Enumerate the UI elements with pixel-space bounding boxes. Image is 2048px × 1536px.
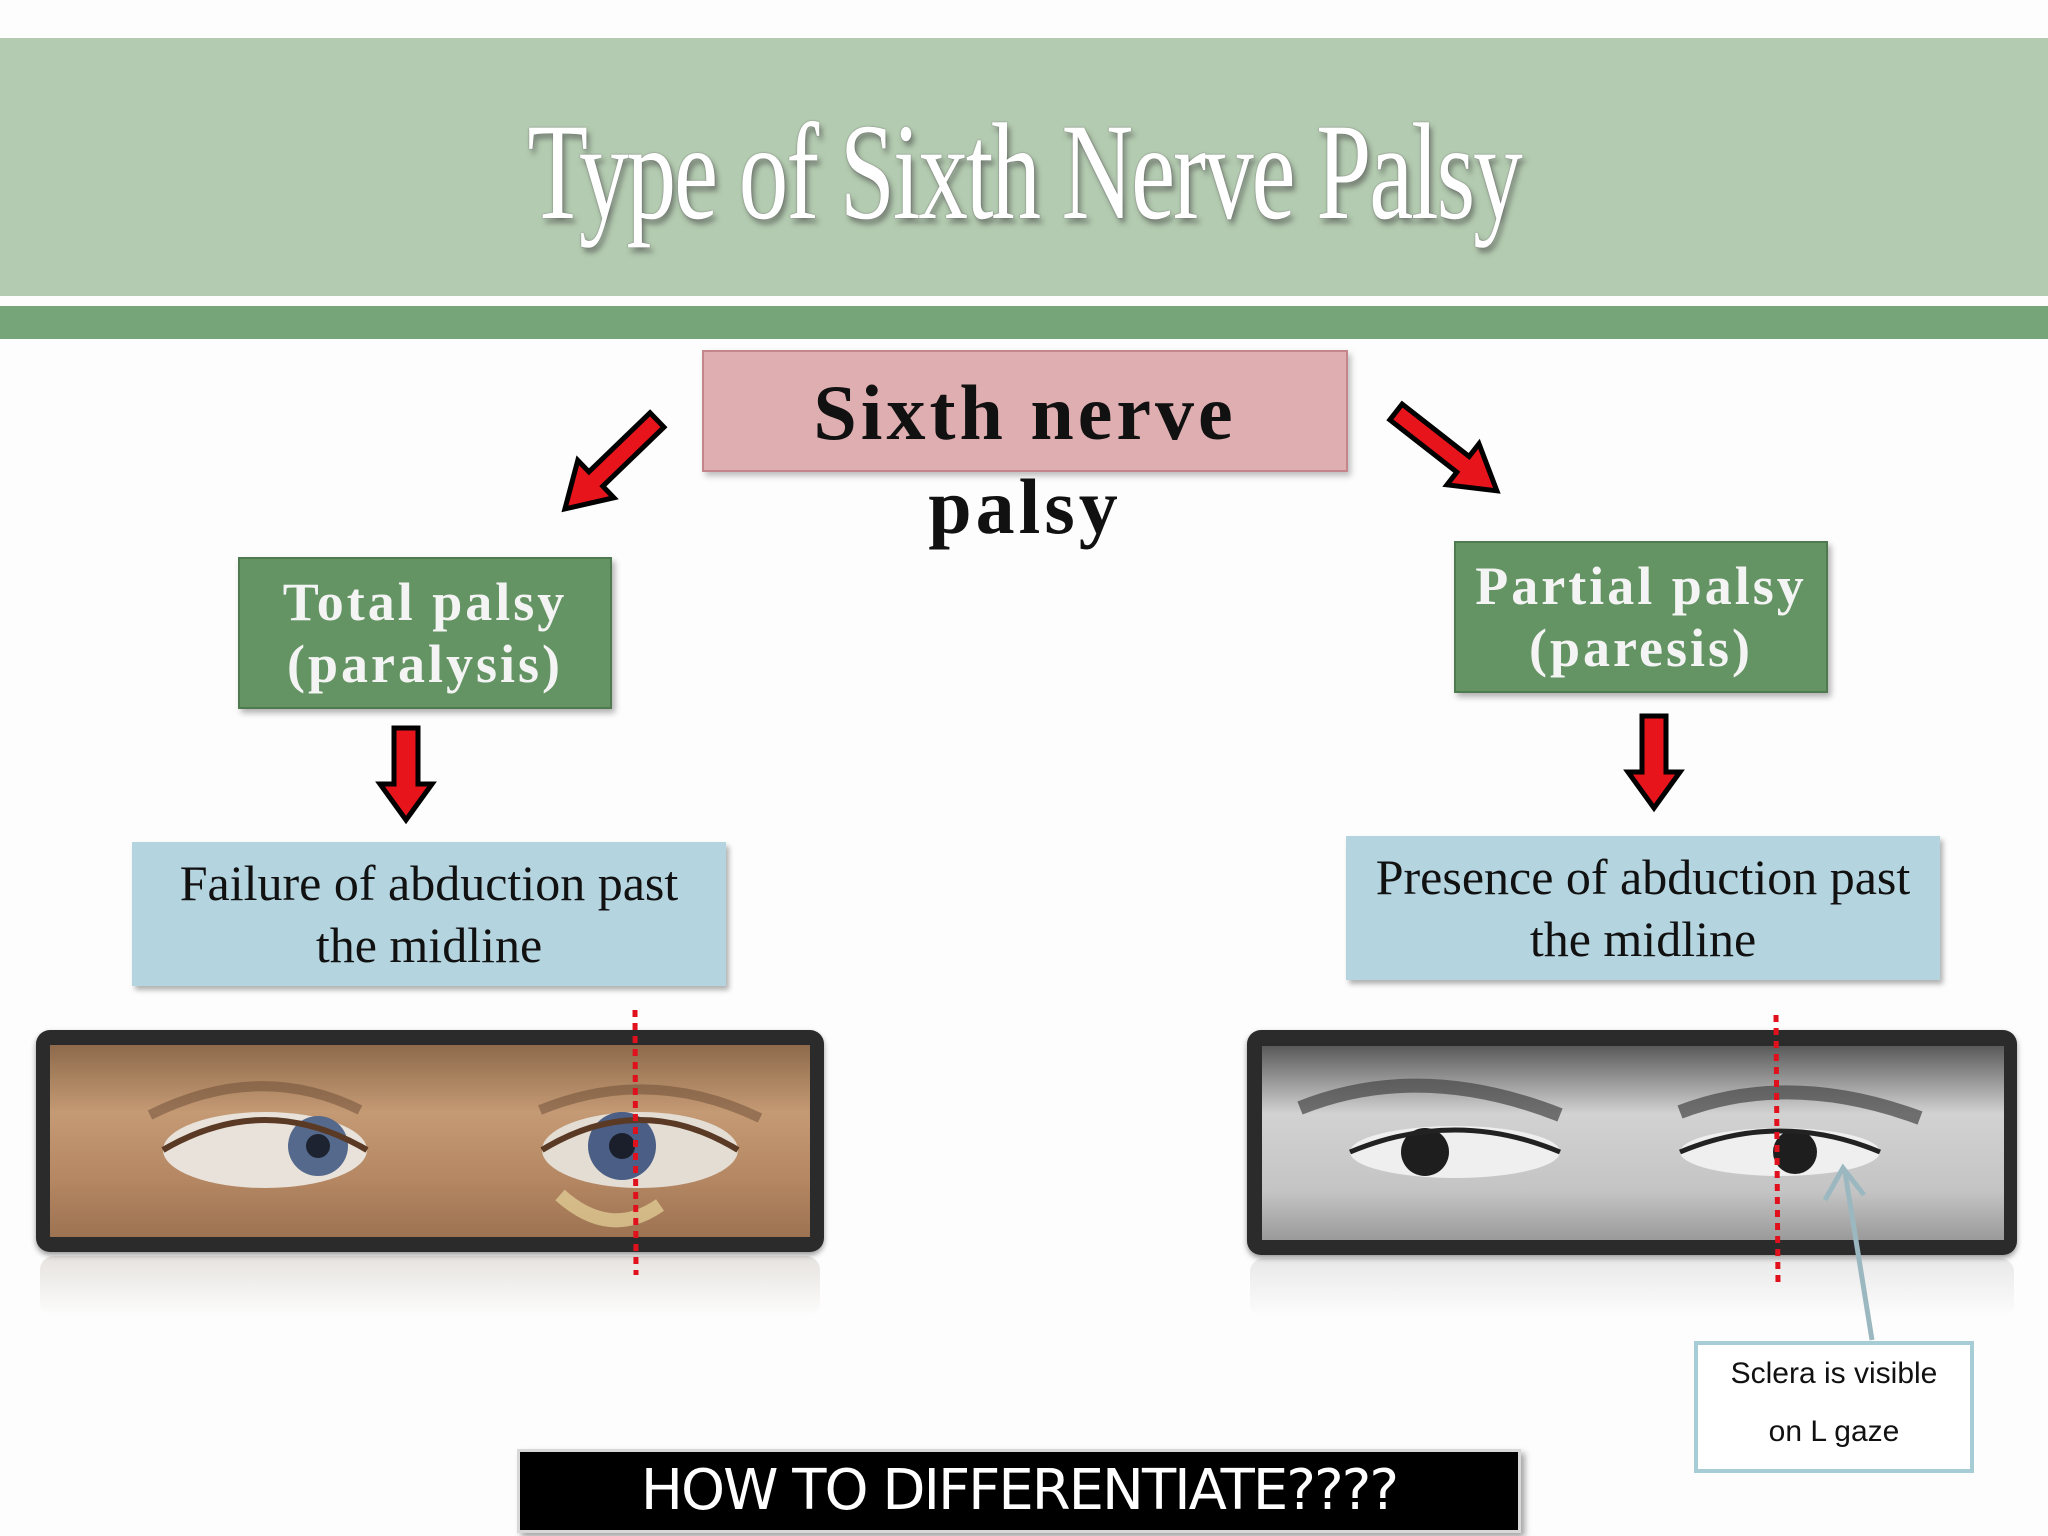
paralysis-label: (paralysis)	[287, 634, 563, 694]
left-eye	[540, 1112, 740, 1188]
arrow-to-failure-of-abduction	[375, 725, 437, 825]
presence-of-abduction-line1: Presence of abduction past	[1375, 849, 1911, 905]
failure-of-abduction-line1: Failure of abduction past	[179, 855, 679, 911]
presence-of-abduction-line2: the midline	[1529, 911, 1757, 967]
left-eye	[1679, 1128, 1881, 1176]
partial-palsy-label: Partial palsy	[1475, 556, 1807, 616]
arrow-to-partial-palsy	[1386, 400, 1501, 494]
sclera-callout-line1: Sclera is visible	[1730, 1357, 1938, 1390]
left-photo-reflection	[40, 1256, 820, 1316]
right-photo-reflection	[1250, 1258, 2014, 1318]
failure-of-abduction-line2: the midline	[315, 917, 543, 973]
right-eye	[161, 1112, 369, 1188]
partial-palsy-box: Partial palsy (paresis)	[1454, 541, 1828, 693]
left-eyes-photo	[50, 1045, 810, 1237]
root-concept-box	[702, 350, 1348, 472]
root-concept-line1: Sixth nerve	[813, 369, 1237, 456]
slide-title: Type of Sixth Nerve Palsy	[527, 95, 1522, 248]
presence-of-abduction-box: Presence of abduction past the midline	[1346, 836, 1940, 980]
root-concept-line2: palsy	[928, 463, 1122, 550]
total-palsy-box: Total palsy (paralysis)	[238, 557, 612, 709]
title-band	[0, 38, 2048, 296]
callout-pointer	[1822, 1163, 1875, 1341]
total-palsy-label: Total palsy	[282, 572, 568, 632]
differentiate-banner: HOW TO DIFFERENTIATE????	[517, 1449, 1521, 1533]
title-rule	[0, 306, 2048, 339]
failure-of-abduction-box: Failure of abduction past the midline	[132, 842, 726, 986]
sclera-callout-line2: on L gaze	[1768, 1415, 1900, 1448]
sclera-callout: Sclera is visible on L gaze	[1694, 1341, 1974, 1473]
arrow-to-presence-of-abduction	[1623, 713, 1685, 813]
left-midline-marker	[632, 1009, 639, 1276]
right-midline-marker	[1773, 1014, 1781, 1286]
right-eye	[1349, 1126, 1561, 1178]
arrow-to-total-palsy	[561, 409, 668, 513]
paresis-label: (paresis)	[1529, 618, 1753, 678]
right-eyes-photo	[1262, 1046, 2004, 1240]
